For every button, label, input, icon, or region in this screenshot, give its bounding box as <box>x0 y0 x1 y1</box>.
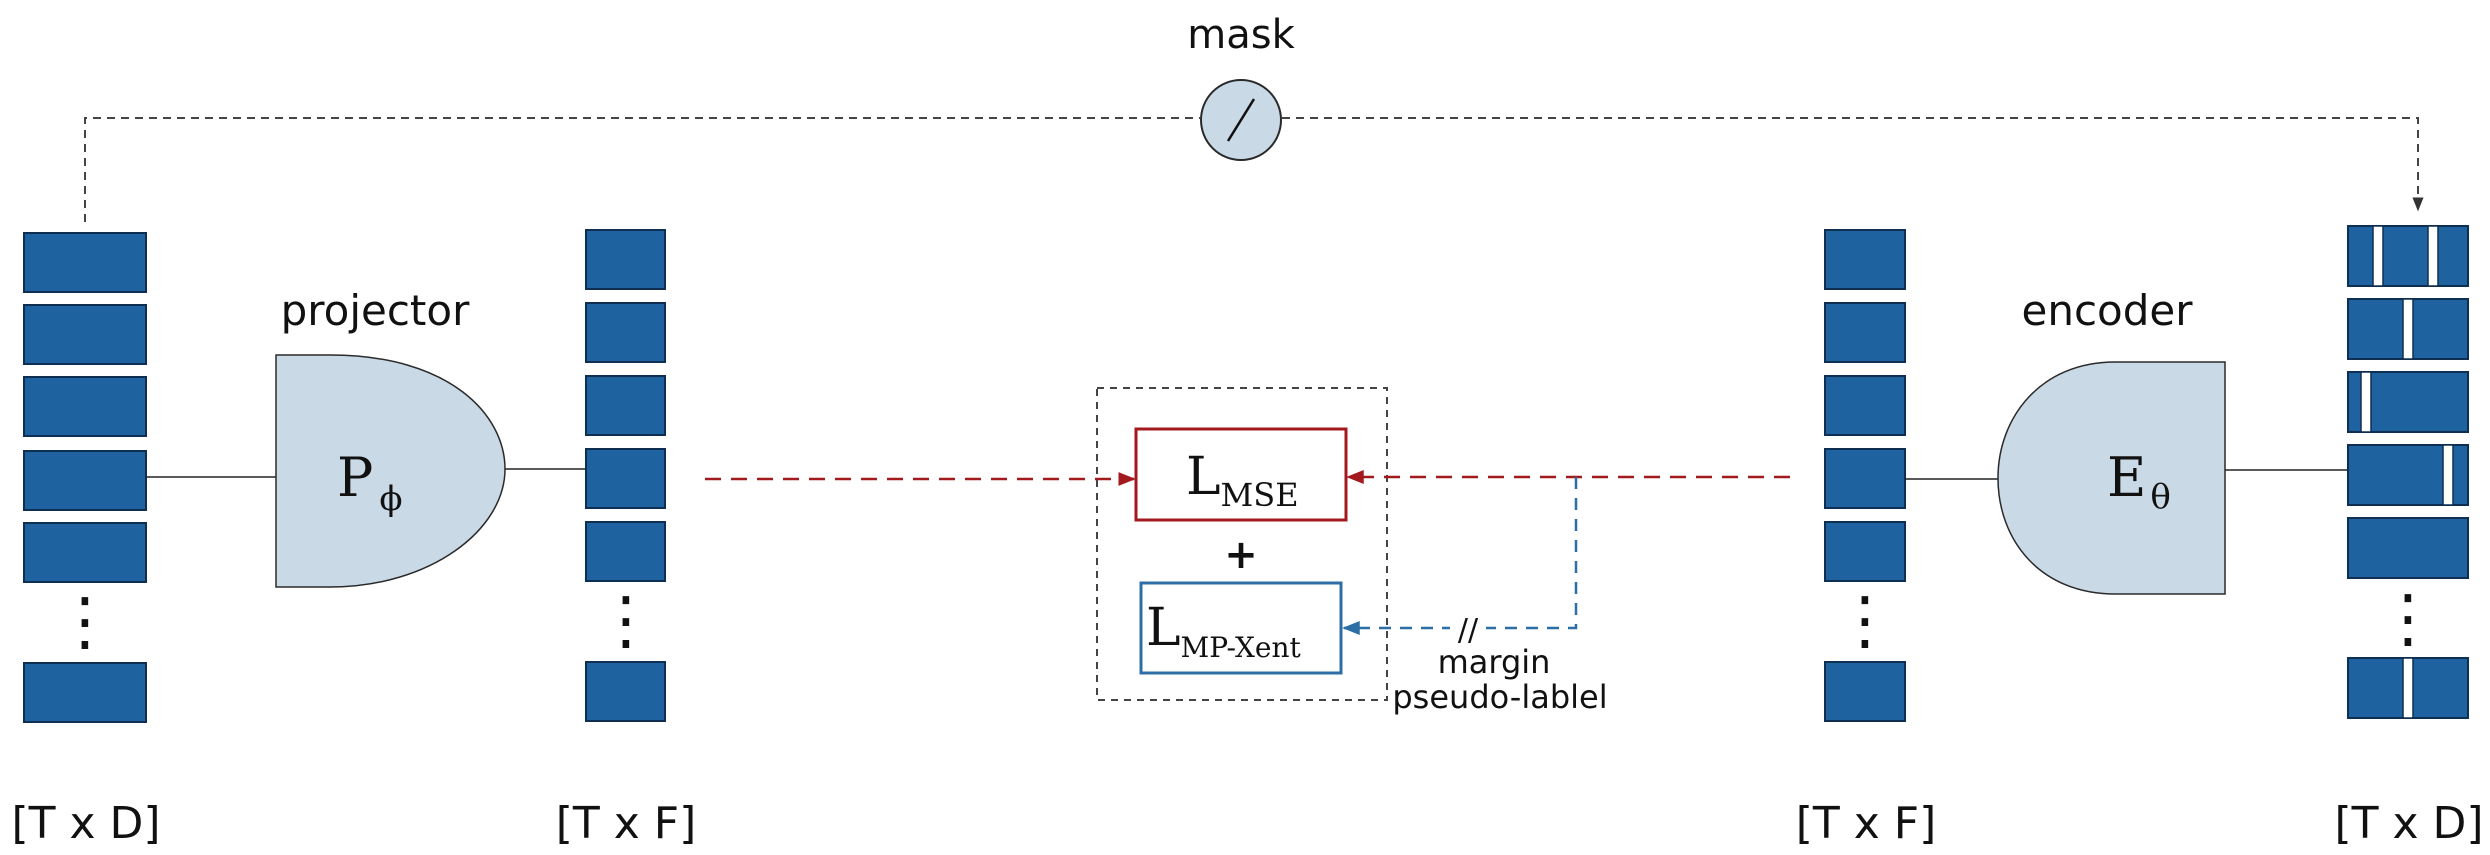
mse-main: L <box>1186 447 1221 507</box>
xent-main: L <box>1146 598 1181 658</box>
encoder-main: E <box>2107 446 2146 509</box>
output-block <box>585 448 666 509</box>
output-block <box>585 302 666 363</box>
output-block <box>1824 229 1906 290</box>
masked-block <box>2347 225 2469 287</box>
mask-gap <box>2402 657 2414 719</box>
input-block <box>23 376 147 437</box>
annotation-pseudo-label: pseudo-lablel <box>1392 678 1607 716</box>
loss-group-box <box>1096 387 1388 701</box>
ellipsis: ⋮ <box>53 585 117 659</box>
mask-gap <box>2360 371 2372 433</box>
encoder-sub: θ <box>2150 477 2170 517</box>
input-block <box>23 232 147 293</box>
output-block <box>585 521 666 582</box>
mse-sub: MSE <box>1221 476 1299 514</box>
pseudo-label-arrow <box>1342 477 1578 635</box>
dim-label-input-right: [T x D] <box>2334 798 2483 849</box>
output-block <box>585 229 666 290</box>
masked-input-stack: ⋮ <box>2347 225 2469 719</box>
mask-path-right <box>1282 117 2424 212</box>
mse-loss-box <box>1134 427 1348 522</box>
input-block <box>23 522 147 583</box>
mask-path <box>84 117 1200 222</box>
annotation-margin: margin <box>1438 643 1551 681</box>
masked-block <box>2347 517 2469 579</box>
input-block <box>23 304 147 365</box>
mask-gap <box>2442 444 2454 506</box>
ellipsis: ⋮ <box>2376 582 2440 656</box>
mask-slash <box>1226 98 1256 142</box>
stop-grad-mark: // <box>1458 613 1479 648</box>
dim-label-proj-out: [T x F] <box>556 798 697 849</box>
input-stack-left: ⋮ <box>23 232 147 723</box>
dim-label-enc-out: [T x F] <box>1796 798 1937 849</box>
mask-gap <box>2372 225 2384 287</box>
output-block <box>585 375 666 436</box>
projector-label: projector <box>281 286 470 335</box>
stop-grad-gap <box>1450 612 1486 644</box>
projector-sub: ϕ <box>379 479 402 519</box>
ellipsis: ⋮ <box>1833 584 1897 658</box>
dim-label-input-left: [T x D] <box>11 798 160 849</box>
output-block <box>585 661 666 722</box>
mask-gap <box>2427 225 2439 287</box>
input-block <box>23 450 147 511</box>
output-block <box>1824 521 1906 582</box>
xent-loss-text: LMP-Xent <box>1146 598 1302 664</box>
output-block <box>1824 375 1906 436</box>
output-block <box>1824 302 1906 363</box>
xent-sub: MP-Xent <box>1181 631 1302 664</box>
mask-label: mask <box>1187 12 1295 58</box>
encoder-label: encoder <box>2021 286 2193 335</box>
encoder-module <box>1997 361 2226 595</box>
input-block <box>23 662 147 723</box>
plus-sign: + <box>1224 532 1258 578</box>
projector-output-stack: ⋮ <box>585 229 666 722</box>
projector-main: P <box>337 446 373 509</box>
output-block <box>1824 448 1906 509</box>
mask-gap <box>2402 298 2414 360</box>
mse-loss-text: LMSE <box>1186 447 1299 514</box>
ellipsis: ⋮ <box>594 584 658 658</box>
xent-loss-box <box>1139 581 1343 675</box>
encoder-output-stack: ⋮ <box>1824 229 1906 722</box>
projector-module <box>275 354 506 588</box>
output-block <box>1824 661 1906 722</box>
